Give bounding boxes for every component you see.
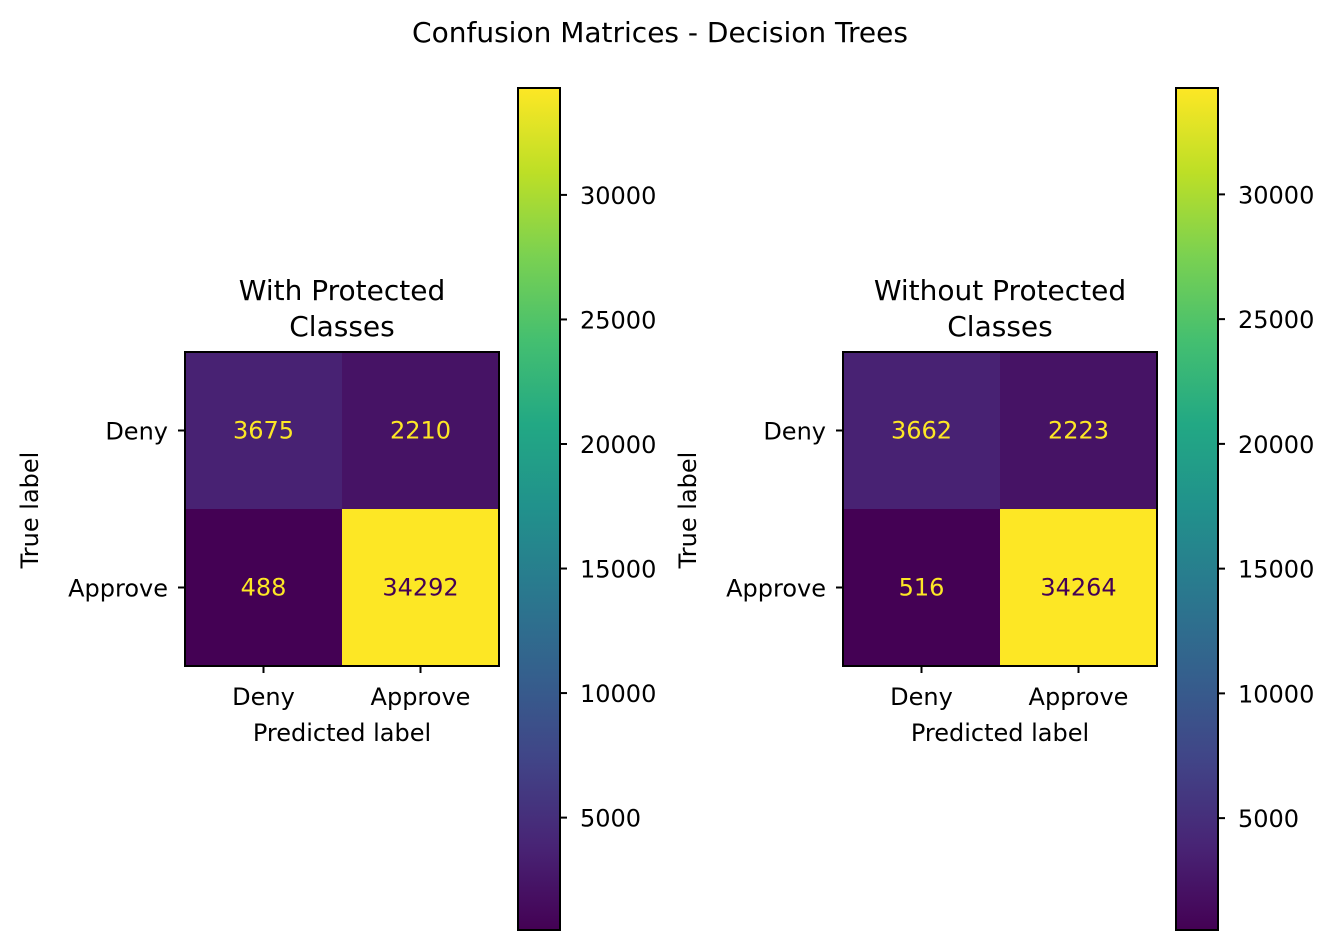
panel-title: With Protected (239, 274, 445, 307)
colorbar (517, 87, 561, 931)
matrix-cell (1000, 352, 1157, 509)
colorbar-tick-label: 5000 (1238, 805, 1299, 833)
matrix-cell (843, 509, 1000, 666)
x-tick-label: Deny (890, 683, 953, 711)
cell-value: 3662 (891, 417, 952, 445)
colorbar-tick-label: 15000 (1238, 556, 1314, 584)
panel-title: Without Protected (874, 274, 1126, 307)
y-axis-label: True label (16, 452, 44, 570)
cell-value: 34292 (382, 574, 458, 602)
y-tick-label: Approve (726, 575, 826, 603)
colorbar-tick-label: 30000 (580, 182, 656, 210)
matrix-cell (185, 509, 342, 666)
colorbar-tick-label: 30000 (1238, 181, 1314, 209)
cell-value: 516 (899, 574, 945, 602)
colorbar-tick-label: 5000 (580, 805, 641, 833)
matrix-frame (842, 351, 1158, 667)
matrix-cell (1000, 509, 1157, 666)
matrix-frame (184, 351, 500, 667)
cell-value: 34264 (1040, 574, 1116, 602)
colorbar-tick-label: 10000 (1238, 680, 1314, 708)
matrix-cell (342, 509, 499, 666)
y-axis-label: True label (674, 452, 702, 570)
colorbar-tick-label: 25000 (1238, 306, 1314, 334)
y-tick-label: Deny (763, 418, 826, 446)
cell-value: 3675 (233, 417, 294, 445)
panel-title: Classes (947, 310, 1052, 343)
colorbar-tick-label: 10000 (580, 680, 656, 708)
x-tick-label: Approve (371, 683, 471, 711)
colorbar-tick-label: 25000 (580, 306, 656, 334)
x-axis-label: Predicted label (253, 719, 431, 747)
x-tick-label: Deny (232, 683, 295, 711)
cell-value: 488 (241, 574, 287, 602)
matrix-cell (843, 352, 1000, 509)
cell-value: 2223 (1048, 417, 1109, 445)
y-tick-label: Approve (68, 575, 168, 603)
y-tick-label: Deny (105, 418, 168, 446)
colorbar-tick-label: 20000 (1238, 431, 1314, 459)
colorbar-tick-label: 20000 (580, 431, 656, 459)
x-axis-label: Predicted label (911, 719, 1089, 747)
panel-title: Classes (289, 310, 394, 343)
cell-value: 2210 (390, 417, 451, 445)
figure-title: Confusion Matrices - Decision Trees (412, 16, 908, 49)
matrix-cell (185, 352, 342, 509)
x-tick-label: Approve (1029, 683, 1129, 711)
colorbar-tick-label: 15000 (580, 556, 656, 584)
matrix-cell (342, 352, 499, 509)
colorbar (1175, 87, 1219, 931)
